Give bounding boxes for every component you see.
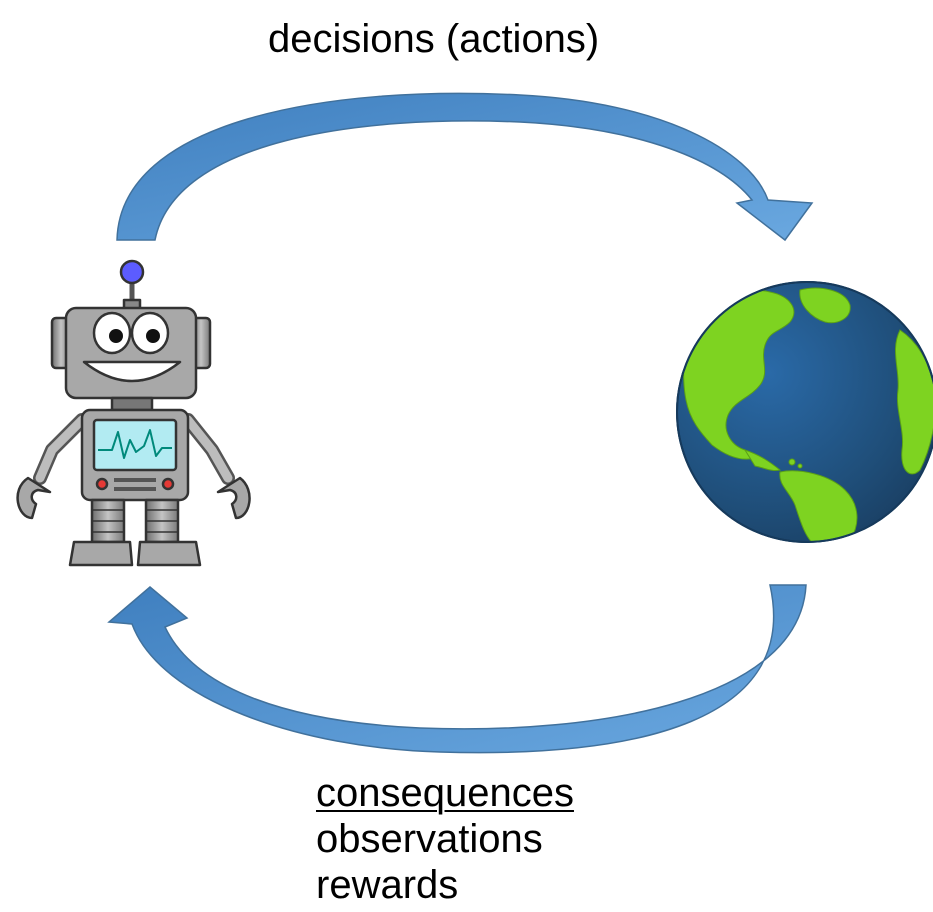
consequences-heading: consequences — [316, 771, 574, 815]
consequence-arrow — [107, 584, 807, 754]
robot-icon — [16, 259, 251, 567]
action-arrow — [116, 92, 814, 242]
observations-label: observations — [316, 817, 543, 861]
actions-label: decisions (actions) — [268, 17, 600, 61]
rewards-label: rewards — [316, 863, 459, 907]
consequences-labels: consequences observations rewards — [316, 770, 574, 908]
earth-globe-icon — [676, 281, 933, 543]
